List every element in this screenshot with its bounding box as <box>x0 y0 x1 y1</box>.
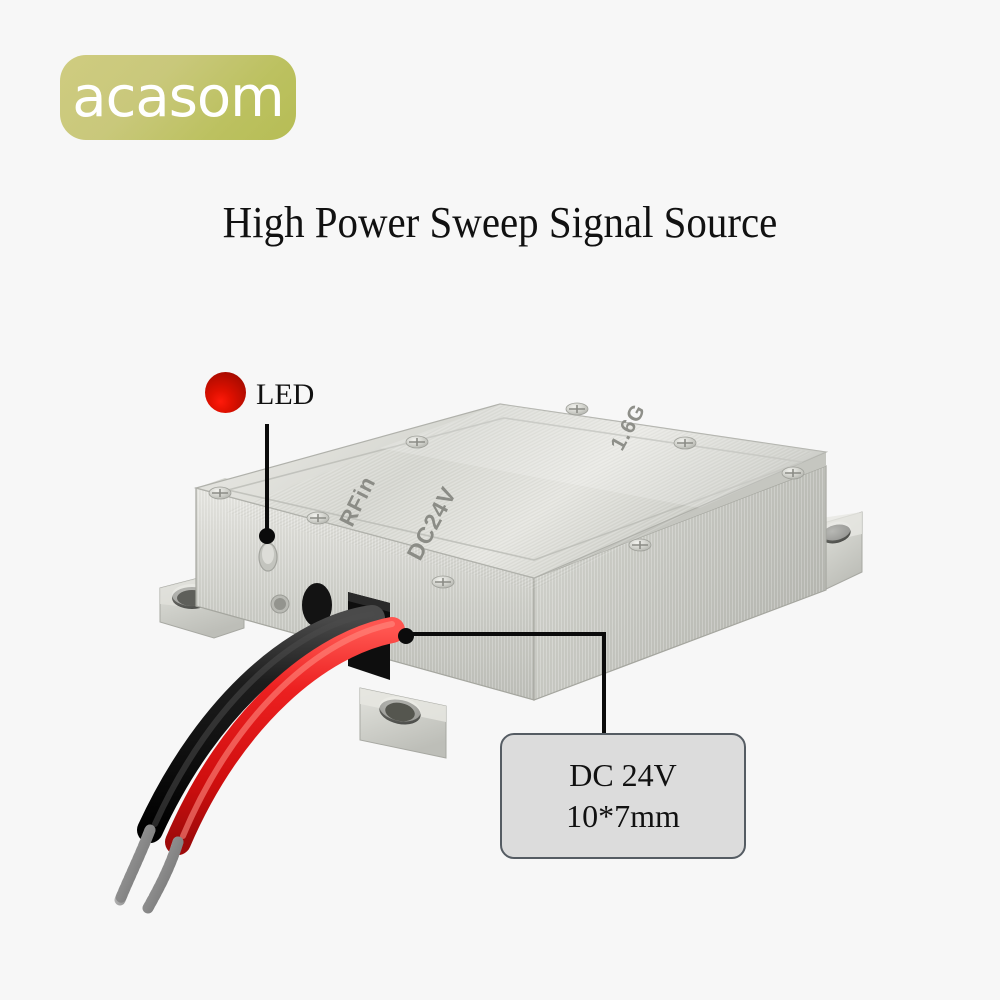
mounting-tab-front <box>359 687 447 759</box>
power-leader-endpoint <box>398 628 414 644</box>
power-callout-box: DC 24V 10*7mm <box>500 733 746 859</box>
led-label: LED <box>256 378 315 411</box>
power-leader-vertical <box>602 632 606 736</box>
led-indicator-icon <box>205 372 246 413</box>
screw <box>628 538 652 552</box>
power-callout-line-2: 10*7mm <box>566 798 680 834</box>
screw <box>405 435 429 449</box>
brand-logo-text: acasom <box>72 64 284 130</box>
wire-strand-negative <box>114 824 156 906</box>
screw <box>565 402 589 416</box>
led-leader-line <box>265 424 269 536</box>
power-leader-horizontal <box>406 632 606 636</box>
screw <box>781 466 805 480</box>
screw <box>306 511 330 525</box>
page-title: High Power Sweep Signal Source <box>222 198 778 247</box>
screw <box>673 436 697 450</box>
screw <box>208 486 232 500</box>
power-callout-line-1: DC 24V <box>569 757 677 794</box>
lid-screws <box>208 402 805 589</box>
wire-strand-positive <box>142 836 184 914</box>
rf-connector-port <box>302 583 332 627</box>
power-wires <box>114 605 405 914</box>
led-leader-endpoint <box>259 528 275 544</box>
screw <box>431 575 455 589</box>
brand-logo-badge: acasom <box>60 55 296 140</box>
